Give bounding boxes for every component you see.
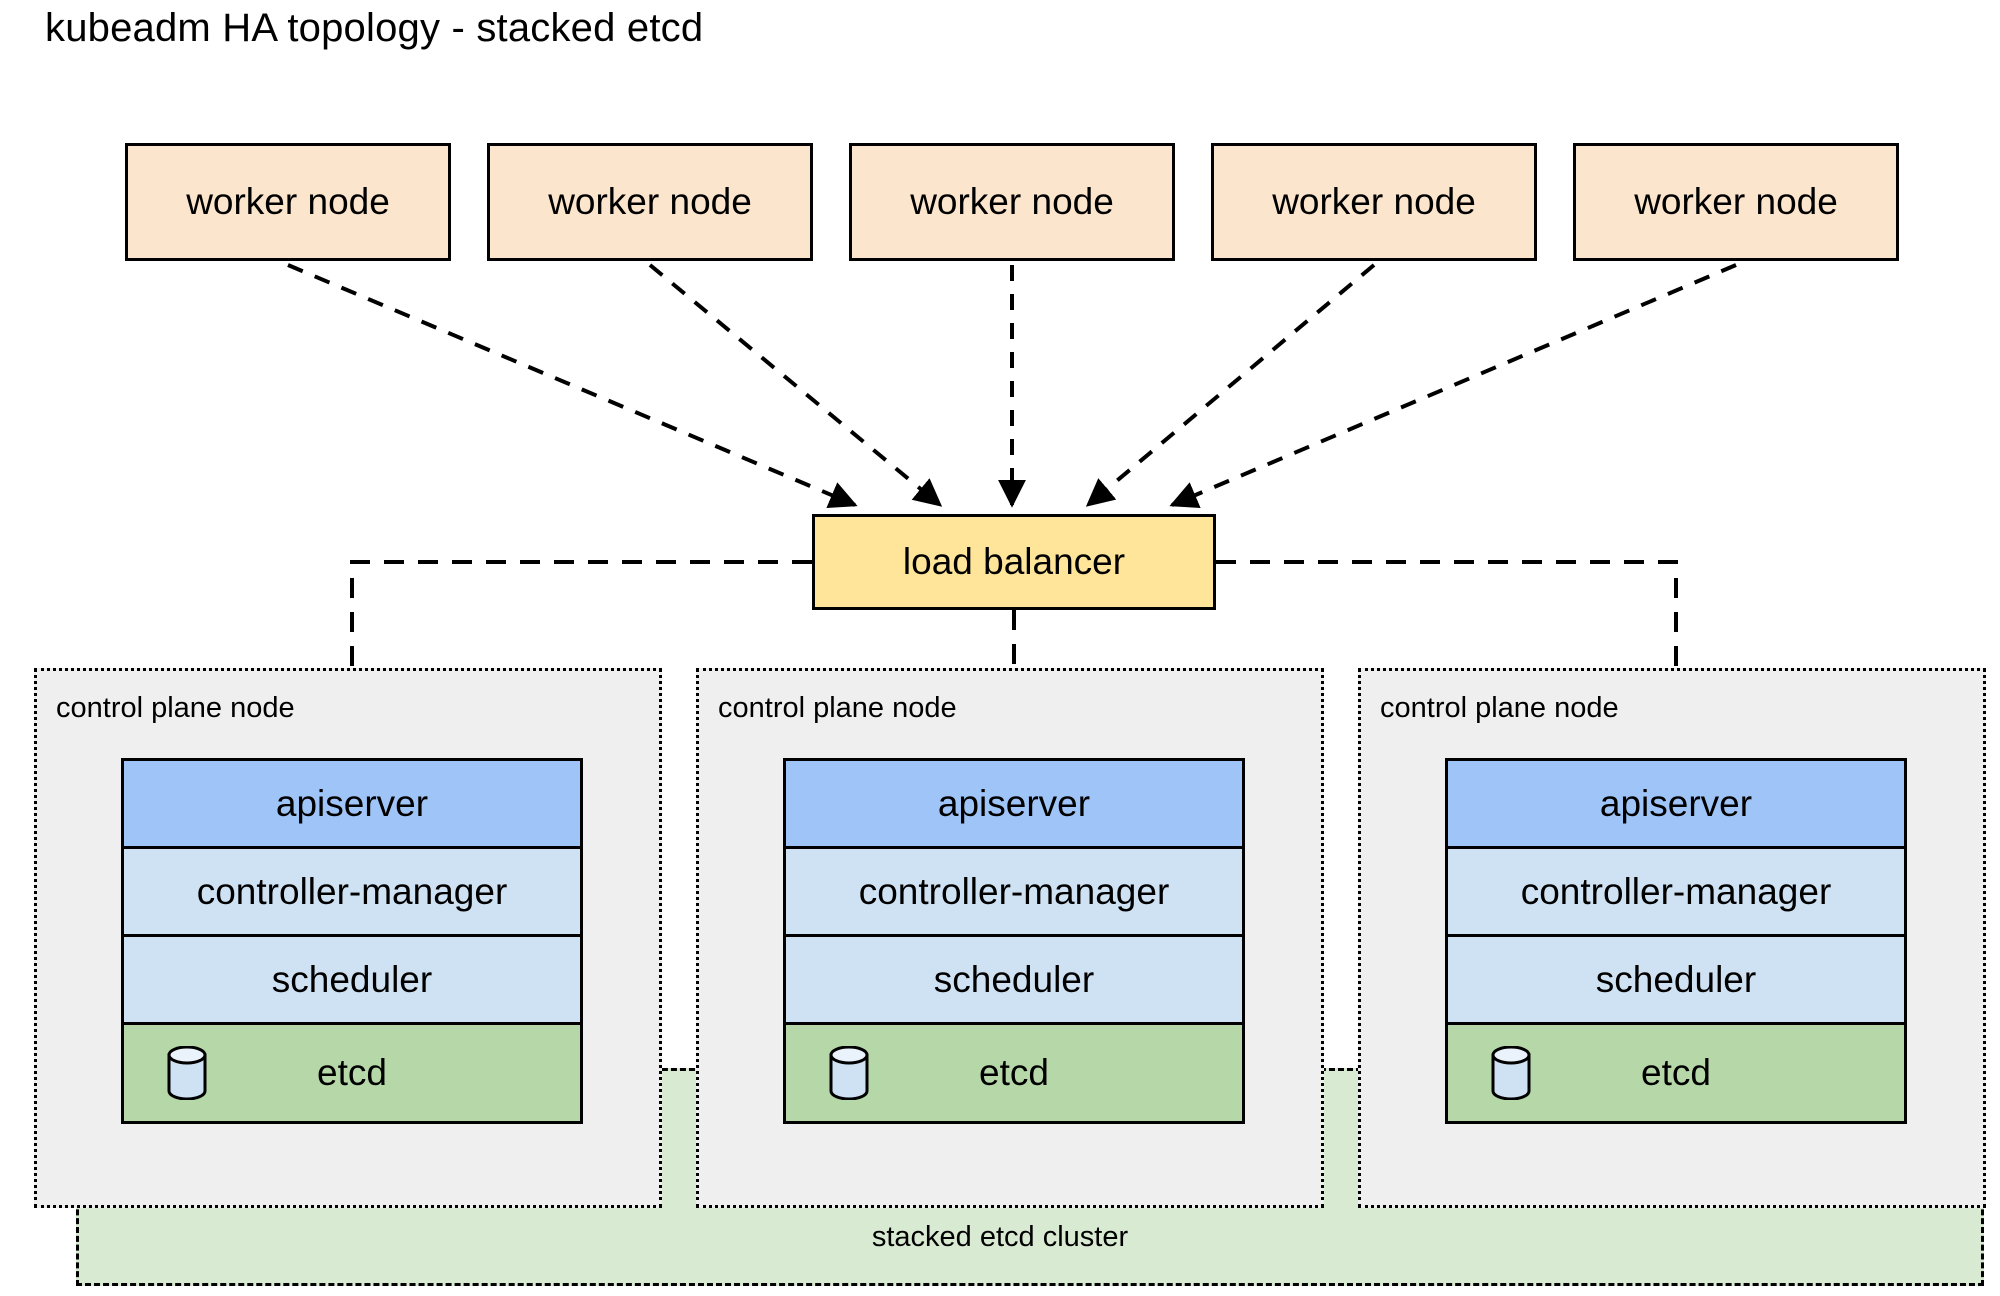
control-plane-stack-2: apiserver controller-manager scheduler e… bbox=[783, 758, 1245, 1124]
etcd-box-3[interactable]: etcd bbox=[1445, 1022, 1907, 1124]
apiserver-box-1[interactable]: apiserver bbox=[121, 758, 583, 846]
apiserver-label: apiserver bbox=[937, 782, 1091, 824]
control-plane-node-label-3: control plane node bbox=[1380, 692, 1619, 724]
worker-node-4[interactable]: worker node bbox=[1211, 143, 1537, 261]
control-plane-stack-3: apiserver controller-manager scheduler e… bbox=[1445, 758, 1907, 1124]
control-plane-stack-1: apiserver controller-manager scheduler e… bbox=[121, 758, 583, 1124]
controller-manager-box-2[interactable]: controller-manager bbox=[783, 846, 1245, 934]
scheduler-label: scheduler bbox=[1595, 958, 1757, 1000]
scheduler-box-3[interactable]: scheduler bbox=[1445, 934, 1907, 1022]
controller-manager-box-3[interactable]: controller-manager bbox=[1445, 846, 1907, 934]
database-cylinder-icon bbox=[829, 1046, 869, 1100]
controller-manager-label: controller-manager bbox=[196, 870, 508, 912]
etcd-box-2[interactable]: etcd bbox=[783, 1022, 1245, 1124]
database-cylinder-icon bbox=[167, 1046, 207, 1100]
wire-worker2-to-lb bbox=[648, 263, 943, 507]
controller-manager-box-1[interactable]: controller-manager bbox=[121, 846, 583, 934]
worker-node-1[interactable]: worker node bbox=[125, 143, 451, 261]
worker-node-2[interactable]: worker node bbox=[487, 143, 813, 261]
apiserver-label: apiserver bbox=[1599, 782, 1753, 824]
apiserver-box-3[interactable]: apiserver bbox=[1445, 758, 1907, 846]
scheduler-box-1[interactable]: scheduler bbox=[121, 934, 583, 1022]
wire-worker5-to-lb bbox=[1169, 263, 1737, 509]
apiserver-box-2[interactable]: apiserver bbox=[783, 758, 1245, 846]
load-balancer-label: load balancer bbox=[902, 541, 1126, 582]
etcd-label: etcd bbox=[979, 1052, 1049, 1093]
database-cylinder-icon bbox=[1491, 1046, 1531, 1100]
load-balancer-node[interactable]: load balancer bbox=[812, 514, 1216, 610]
page-title: kubeadm HA topology - stacked etcd bbox=[45, 6, 704, 50]
worker-node-label: worker node bbox=[1634, 181, 1838, 222]
apiserver-label: apiserver bbox=[275, 782, 429, 824]
etcd-label: etcd bbox=[317, 1052, 387, 1093]
controller-manager-label: controller-manager bbox=[858, 870, 1170, 912]
scheduler-box-2[interactable]: scheduler bbox=[783, 934, 1245, 1022]
scheduler-label: scheduler bbox=[271, 958, 433, 1000]
stacked-etcd-cluster-label: stacked etcd cluster bbox=[871, 1221, 1129, 1253]
scheduler-label: scheduler bbox=[933, 958, 1095, 1000]
worker-node-label: worker node bbox=[548, 181, 752, 222]
wire-worker1-to-lb bbox=[287, 263, 858, 509]
wire-worker4-to-lb bbox=[1085, 263, 1376, 507]
control-plane-node-label-1: control plane node bbox=[56, 692, 295, 724]
control-plane-node-label-2: control plane node bbox=[718, 692, 957, 724]
etcd-label: etcd bbox=[1641, 1052, 1711, 1093]
worker-node-3[interactable]: worker node bbox=[849, 143, 1175, 261]
worker-node-label: worker node bbox=[910, 181, 1114, 222]
worker-node-5[interactable]: worker node bbox=[1573, 143, 1899, 261]
worker-node-label: worker node bbox=[1272, 181, 1476, 222]
worker-node-label: worker node bbox=[186, 181, 390, 222]
etcd-box-1[interactable]: etcd bbox=[121, 1022, 583, 1124]
controller-manager-label: controller-manager bbox=[1520, 870, 1832, 912]
